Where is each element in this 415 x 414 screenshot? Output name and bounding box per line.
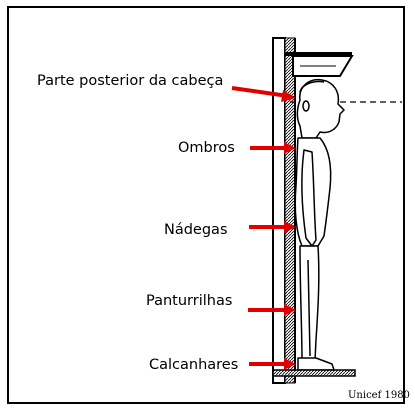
label-buttocks-text: Nádegas <box>164 222 228 238</box>
measuring-board <box>272 37 296 384</box>
label-heels-text: Calcanhares <box>149 357 238 373</box>
base-plate <box>272 369 356 377</box>
arrow-calves-tip-icon <box>284 304 296 316</box>
head-piece <box>285 52 354 77</box>
arrow-head-tip-icon <box>281 90 296 102</box>
credit-text: Unicef 1980 <box>348 390 410 401</box>
label-calves-text: Panturrilhas <box>146 293 232 309</box>
arrow-shoulders-tip-icon <box>284 142 296 154</box>
label-head-text: Parte posterior da cabeça <box>37 73 223 89</box>
arrow-head-icon <box>231 86 289 98</box>
arrow-buttocks-tip-icon <box>284 221 296 233</box>
child-figure <box>294 78 345 371</box>
arrow-heels-tip-icon <box>284 358 296 370</box>
label-head: Parte posterior da cabeça <box>37 73 223 89</box>
label-shoulders-text: Ombros <box>178 140 235 156</box>
